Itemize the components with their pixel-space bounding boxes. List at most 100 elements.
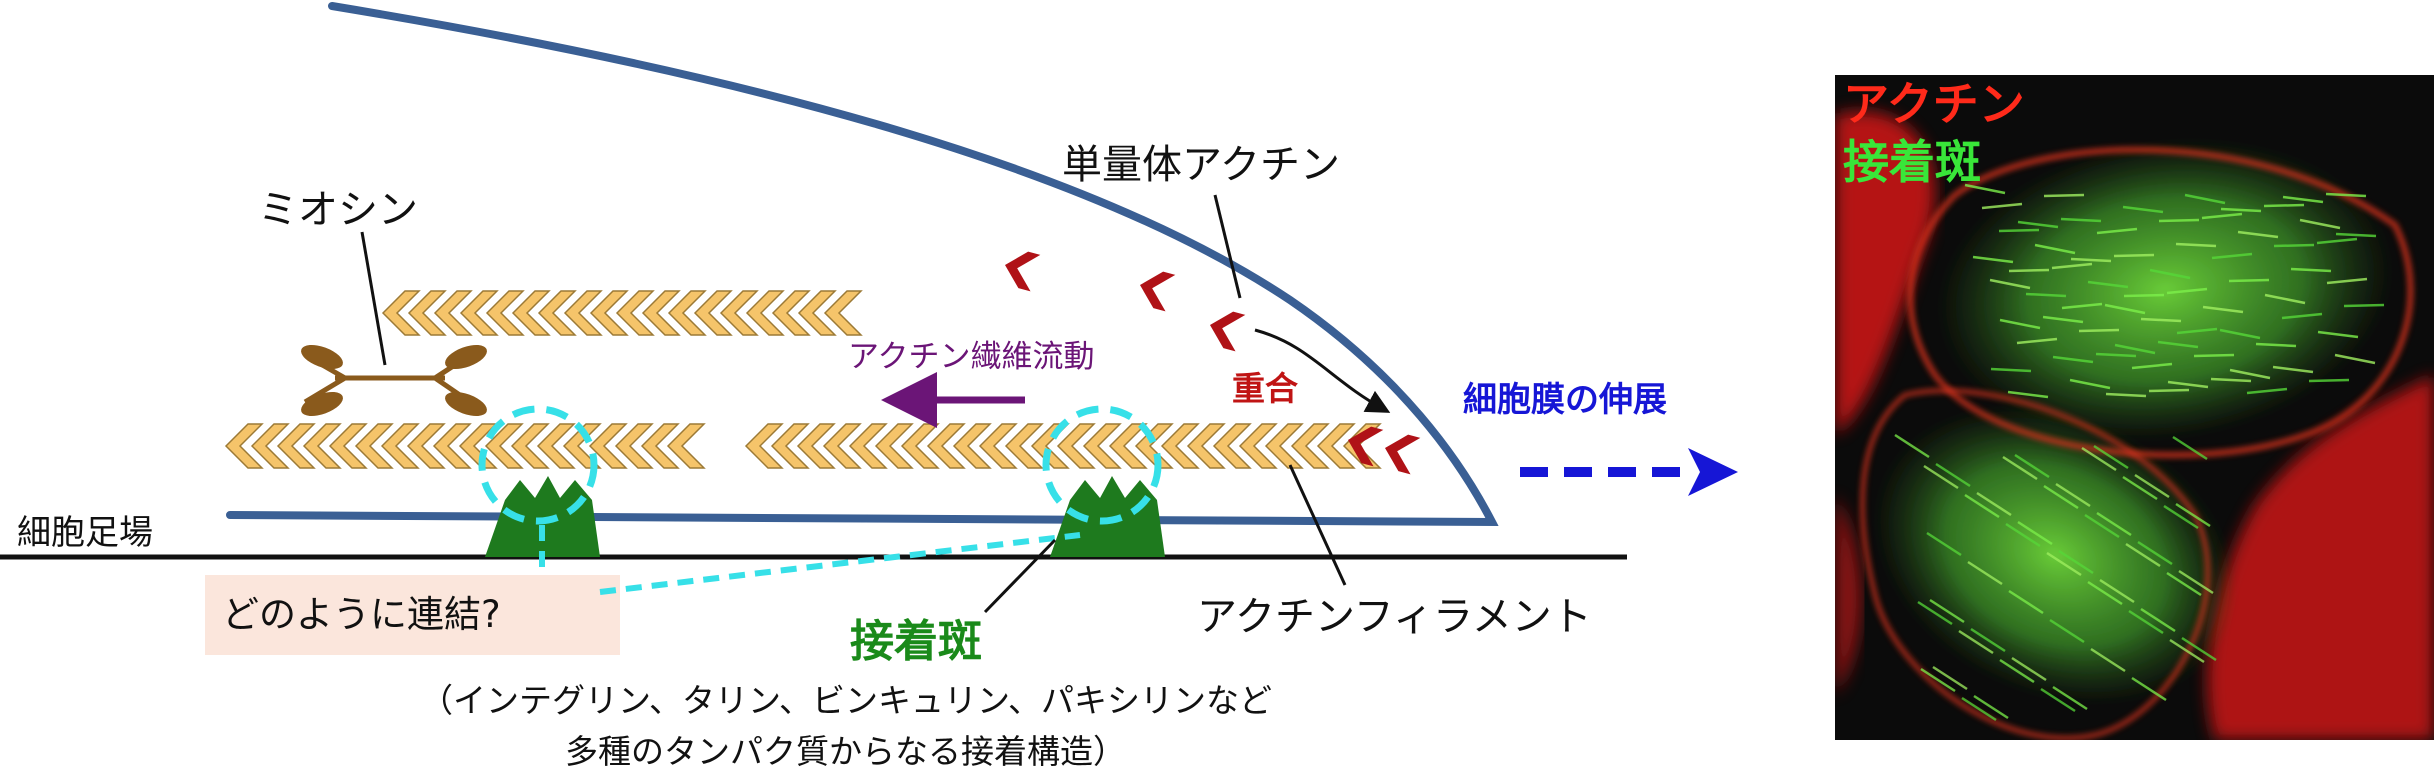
actin-subunit xyxy=(614,423,654,469)
adhesion-streak xyxy=(2335,232,2377,238)
adhesion-streak xyxy=(2104,303,2146,315)
adhesion-streak xyxy=(1972,255,2014,264)
adhesion-streak xyxy=(2017,520,2053,546)
adhesion-streak xyxy=(2070,257,2112,263)
adhesion-streak xyxy=(1989,278,2031,290)
actin-monomer xyxy=(1140,271,1176,312)
adhesion-streak xyxy=(1958,629,1994,655)
actin-subunit xyxy=(848,423,888,469)
actin-subunit xyxy=(745,290,785,336)
adhesion-streak xyxy=(2316,237,2358,245)
actin-subunit xyxy=(511,290,551,336)
adhesion-streak xyxy=(2040,687,2076,713)
adhesion-streak xyxy=(2105,392,2147,398)
adhesion-streak xyxy=(2069,378,2111,390)
adhesion-streak xyxy=(1981,202,2023,210)
actin-subunit xyxy=(978,423,1018,469)
actin-subunit xyxy=(380,423,420,469)
adhesion-streak xyxy=(2025,292,2067,298)
adhesion-streak xyxy=(2140,607,2176,633)
adhesion-streak xyxy=(2123,293,2165,298)
adhesion-streak xyxy=(2016,337,2058,345)
adhesion-streak xyxy=(1999,658,2035,684)
actin-subunit xyxy=(641,290,681,336)
adhesion-streak xyxy=(2061,302,2103,310)
actin-subunit xyxy=(588,423,628,469)
adhesion-streak xyxy=(2008,589,2044,615)
adhesion-streak xyxy=(2264,293,2306,305)
dashed-circle-right xyxy=(1042,405,1162,525)
adhesion-streak xyxy=(2017,220,2059,229)
focal-adhesion-label: 接着斑 xyxy=(850,616,982,667)
adhesion-streak xyxy=(1964,183,2006,195)
actin-subunit xyxy=(1264,423,1304,469)
adhesion-streak xyxy=(2060,217,2102,223)
actin-subunit xyxy=(666,423,706,469)
adhesion-streak xyxy=(2058,549,2094,575)
membrane-extension-label: 細胞膜の伸展 xyxy=(1463,380,1667,420)
adhesion-streak xyxy=(2014,453,2050,479)
micrograph-actin-label: アクチン xyxy=(1843,77,2025,131)
actin-subunit xyxy=(1004,423,1044,469)
adhesion-streak xyxy=(2308,378,2350,383)
actin-subunit xyxy=(354,423,394,469)
adhesion-streak xyxy=(2202,305,2244,314)
adhesion-streak xyxy=(2201,212,2243,220)
adhesion-streak xyxy=(2043,193,2085,198)
adhesion-streak xyxy=(2326,277,2368,285)
adhesion-streak xyxy=(2008,268,2050,273)
adhesion-streak xyxy=(2122,205,2164,214)
actin-subunit xyxy=(536,423,576,469)
adhesion-streak xyxy=(2272,365,2314,374)
adhesion-streak xyxy=(1932,665,1968,691)
actin-subunit xyxy=(1186,423,1226,469)
polymerization-arrow xyxy=(1254,328,1391,413)
adhesion-streak xyxy=(2246,387,2288,395)
actin-subunit xyxy=(770,423,810,469)
adhesion-streak xyxy=(1894,433,1930,459)
adhesion-streak xyxy=(2125,542,2161,568)
adhesion-streak xyxy=(2052,685,2088,711)
adhesion-streak xyxy=(2131,362,2173,370)
adhesion-streak xyxy=(2181,636,2217,662)
dashed-link-icon xyxy=(539,525,1081,595)
actin-subunit xyxy=(537,290,577,336)
actin-subunit xyxy=(432,423,472,469)
adhesion-streak xyxy=(2099,578,2135,604)
adhesion-streak xyxy=(2134,473,2170,499)
adhesion-streak xyxy=(1998,228,2040,233)
adhesion-streak xyxy=(2228,278,2270,283)
actin-subunit xyxy=(250,423,290,469)
actin-subunit xyxy=(667,290,707,336)
adhesion-streak xyxy=(2087,280,2129,289)
adhesion-streak xyxy=(2078,328,2120,333)
actin-subunit xyxy=(771,290,811,336)
adhesion-streak xyxy=(2273,243,2315,248)
adhesion-streak xyxy=(2299,218,2341,230)
adhesion-streak xyxy=(2007,390,2049,399)
actin-subunit xyxy=(1316,423,1356,469)
adhesion-streak xyxy=(2090,647,2126,673)
fluorescence-micrograph: アクチン 接着斑 xyxy=(1835,75,2434,740)
adhesion-streak xyxy=(2046,551,2082,577)
adhesion-streak xyxy=(2220,207,2262,213)
adhesion-streak xyxy=(2081,446,2117,472)
adhesion-streak xyxy=(2210,377,2252,383)
adhesion-streak xyxy=(2229,368,2271,380)
focal-adhesion-desc-1: （インテグリン、タリン、ビンキュリン、パキシリンなど xyxy=(420,681,1273,720)
focal-adhesion-desc-2: 多種のタンパク質からなる接着構造） xyxy=(565,732,1126,771)
adhesion-streak xyxy=(2169,638,2205,664)
adhesion-streak xyxy=(1923,464,1959,490)
actin-monomer xyxy=(1385,434,1421,475)
adhesion-streak xyxy=(2175,242,2217,248)
actin-monomer-icon xyxy=(1005,251,1421,475)
actin-subunit xyxy=(302,423,342,469)
adhesion-streak xyxy=(2113,253,2155,258)
adhesion-streak xyxy=(2211,252,2253,260)
adhesion-streak xyxy=(2005,522,2041,548)
adhesion-streak xyxy=(2172,435,2208,461)
adhesion-streak xyxy=(2128,609,2164,635)
adhesion-streak xyxy=(2122,475,2158,501)
actin-flow-label: アクチン繊維流動 xyxy=(848,339,1095,375)
adhesion-streak xyxy=(1929,598,1965,624)
